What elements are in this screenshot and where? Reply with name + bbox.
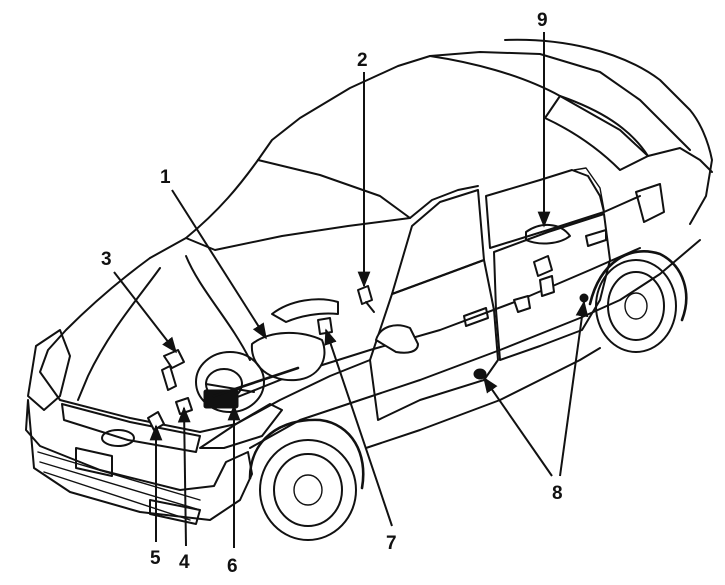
roof-outline	[257, 51, 691, 161]
leader-8a	[483, 376, 553, 477]
trunk-lid	[504, 38, 713, 225]
front-emblem	[101, 429, 135, 447]
front-side-window	[391, 189, 485, 295]
leader-8b	[559, 300, 589, 477]
seatbelt-pretensioner	[161, 349, 185, 391]
windshield-top	[185, 159, 259, 239]
rear-side-window	[485, 169, 605, 249]
c-pillar	[603, 195, 641, 213]
roof-rear-edge	[429, 55, 649, 157]
rear-window	[544, 95, 649, 171]
callout-7: 7	[386, 533, 397, 554]
front-bumper	[25, 399, 253, 521]
side-mirror	[375, 324, 419, 354]
hood-crease-2	[185, 255, 251, 361]
door-side-sensor	[473, 368, 487, 380]
rocker-sill	[365, 347, 601, 449]
passenger-airbag-module	[250, 331, 326, 382]
callout-2: 2	[357, 50, 368, 71]
rear-seat-component	[513, 295, 531, 313]
rear-wheel	[588, 250, 688, 353]
callout-5: 5	[150, 548, 161, 569]
windshield	[149, 159, 411, 259]
callout-6: 6	[227, 556, 238, 577]
leader-7	[324, 328, 393, 527]
seat-side-airbag	[271, 298, 339, 323]
leader-1	[171, 189, 267, 340]
headlight-right	[199, 403, 283, 449]
side-impact-sensor	[317, 317, 333, 335]
fog-light	[149, 499, 201, 525]
rear-side-sensor	[579, 293, 589, 303]
headlight-left	[27, 329, 71, 411]
callout-8: 8	[552, 483, 563, 504]
hood	[39, 257, 371, 433]
rear-door-handle	[585, 229, 607, 247]
harness-line	[212, 366, 300, 398]
leader-lines	[113, 32, 589, 548]
leader-3	[113, 271, 177, 354]
leader-4	[177, 406, 191, 547]
front-door	[369, 259, 499, 421]
bumper-vents	[37, 451, 201, 521]
callout-9: 9	[537, 10, 548, 31]
grille	[61, 403, 201, 453]
rear-door	[493, 213, 611, 361]
rear-buckle	[539, 275, 555, 297]
trunk-inner	[647, 147, 713, 173]
callout-numbers: 1 2 3 4 5 6 7 8 9	[101, 10, 563, 577]
airbag-control-unit	[203, 389, 239, 409]
body-lower-line	[249, 239, 701, 449]
curtain-airbag-sensor	[357, 285, 373, 305]
tail-light	[635, 183, 665, 223]
license-plate	[75, 447, 113, 477]
rear-pretensioner	[533, 255, 553, 277]
curtain-line	[365, 301, 375, 313]
hood-crease	[77, 267, 161, 401]
callout-4: 4	[179, 552, 190, 573]
callout-3: 3	[101, 249, 112, 270]
rear-quarter-glass	[573, 167, 605, 211]
callout-1: 1	[160, 167, 171, 188]
a-pillar	[409, 185, 479, 219]
front-door-handle	[463, 307, 489, 327]
front-wheel	[248, 418, 365, 541]
